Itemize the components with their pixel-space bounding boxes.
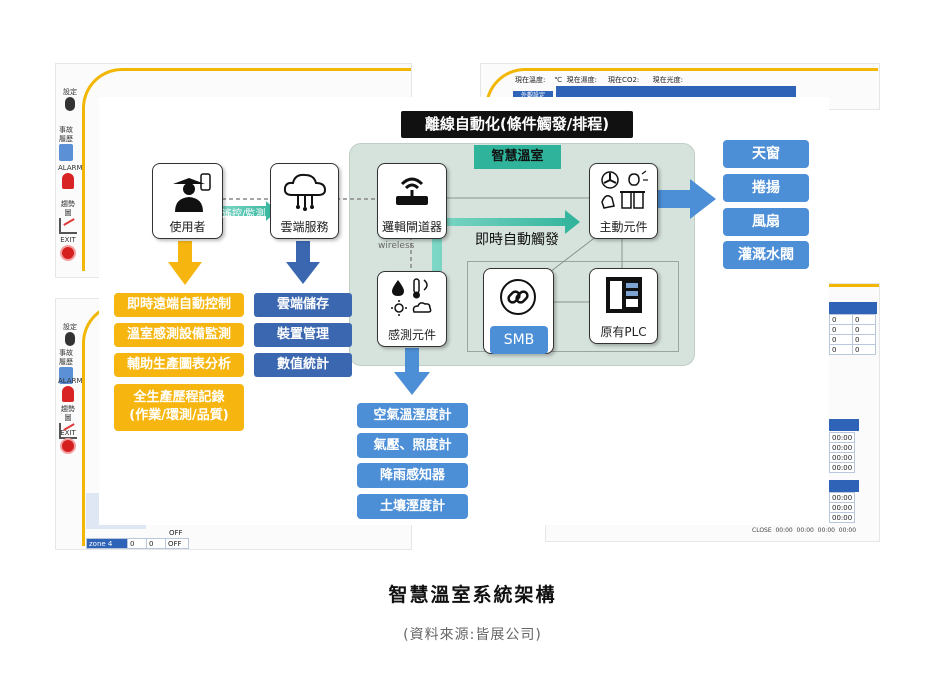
- time-cell: 00:00: [828, 462, 856, 473]
- side-label-trend: 趨勢圖: [61, 405, 75, 422]
- plc-cabinet-icon: [606, 277, 642, 313]
- table-row: zone 4 0 0 OFF: [86, 538, 189, 549]
- cloud-icon: [283, 173, 327, 211]
- auto-trigger-arrow: [432, 210, 580, 271]
- history-icon: 事故履歷: [56, 126, 76, 161]
- cloud-label: 雲端服務: [280, 220, 329, 234]
- alarm-icon: ALARM: [58, 164, 83, 189]
- farmer-icon: [173, 173, 211, 212]
- figure-source: (資料來源:皆展公司): [403, 627, 542, 643]
- exit-icon: EXIT: [58, 236, 78, 261]
- time-cell: 00:00: [828, 512, 856, 523]
- side-label-exit: EXIT: [60, 429, 76, 437]
- figure-caption: 智慧溫室系統架構: [388, 584, 557, 606]
- sensor-label: 感測元件: [387, 328, 436, 342]
- bottom-status-row: CLOSE 00:00 00:00 00:00 00:00: [752, 527, 857, 534]
- yellow-curve-decoration: [82, 68, 411, 271]
- out-skylight: 天窗: [723, 140, 809, 168]
- out-water-valve: 灌溉水閥: [723, 241, 809, 269]
- fn-remote-control: 即時遠端自動控制: [114, 293, 244, 317]
- history-icon: 事故履歷: [56, 349, 76, 384]
- fn-device-monitor: 溫室感測設備監測: [114, 323, 244, 347]
- zone-label: 智慧溫室: [474, 145, 561, 169]
- out-pressure-light-meter: 氣壓、照度計: [357, 433, 468, 458]
- fn-history-record: 全生產歷程記錄 (作業/環測/品質): [114, 384, 244, 431]
- side-label-trend: 趨勢圖: [61, 200, 75, 217]
- actuator-label: 主動元件: [599, 220, 648, 234]
- fn-cloud-storage: 雲端儲存: [254, 293, 352, 317]
- side-label-settings: 設定: [63, 88, 77, 96]
- actuator-node: 主動元件: [589, 163, 658, 239]
- fn-device-management: 裝置管理: [254, 323, 352, 347]
- value-cell: 0: [852, 344, 876, 355]
- out-rain-sensor: 降雨感知器: [357, 463, 468, 488]
- plc-node: 原有PLC: [589, 268, 658, 344]
- side-label-alarm: ALARM: [58, 377, 83, 385]
- remote-monitor-arrow: [221, 201, 277, 221]
- sensor-down-arrow: [394, 348, 430, 395]
- cloud-down-arrow: [286, 241, 320, 284]
- appearance-setting-cell: 外觀設定: [513, 91, 553, 101]
- out-roller: 捲揚: [723, 174, 809, 202]
- side-label-history: 事故履歷: [59, 349, 73, 366]
- router-icon: [396, 177, 428, 205]
- side-label-alarm: ALARM: [58, 164, 83, 172]
- smb-label: SMB: [490, 326, 548, 354]
- time-table-2: 00:00 00:00 00:00: [828, 492, 856, 523]
- link-icon: [500, 279, 536, 315]
- actuator-icons: [601, 170, 648, 209]
- settings-icon: 設定: [60, 323, 80, 346]
- side-label-exit: EXIT: [60, 236, 76, 244]
- user-node: 使用者: [152, 163, 223, 239]
- wireless-label: wireless: [378, 241, 415, 251]
- status-header-text: 現在溫度: ℃ 現在濕度: 現在CO2: 現在光度:: [515, 76, 683, 84]
- side-label-history: 事故履歷: [59, 126, 73, 143]
- exit-icon: EXIT: [58, 429, 78, 454]
- diagram-title: 離線自動化(條件觸發/排程): [401, 111, 633, 138]
- link-smb-actuator: [545, 235, 598, 276]
- settings-icon: 設定: [60, 88, 80, 111]
- blue-header-strip: [829, 302, 877, 314]
- fn-value-statistics: 數值統計: [254, 353, 352, 377]
- zone-row-state-above: OFF: [169, 529, 183, 537]
- smb-node: SMB: [483, 268, 554, 354]
- zone-state: OFF: [165, 538, 189, 549]
- table-row: 00:00: [828, 512, 856, 523]
- gateway-label: 邏輯閘道器: [381, 220, 442, 234]
- plc-connection-frame: [467, 261, 679, 352]
- plc-label: 原有PLC: [600, 325, 647, 339]
- sensor-node: 感測元件: [377, 271, 447, 347]
- fn-chart-analysis: 輔助生產圖表分析: [114, 353, 244, 377]
- cloud-node: 雲端服務: [270, 163, 339, 239]
- alarm-icon: ALARM: [58, 377, 83, 402]
- user-down-arrow: [168, 241, 202, 285]
- blue-header-strip: [829, 419, 859, 431]
- time-table: 00:00 00:00 00:00 00:00: [828, 432, 856, 473]
- actuator-right-arrow: [656, 179, 716, 219]
- gateway-node: 邏輯閘道器: [377, 163, 447, 239]
- sensor-icons: [391, 278, 432, 316]
- blue-header-strip: [829, 480, 859, 492]
- table-row: 00:00: [828, 462, 856, 473]
- out-fan: 風扇: [723, 208, 809, 236]
- user-label: 使用者: [169, 220, 206, 234]
- remote-monitor-label: 遙控/監測: [222, 209, 266, 220]
- out-soil-hygrometer: 土壤溼度計: [357, 494, 468, 519]
- zone-table: zone 4 0 0 OFF: [86, 538, 189, 549]
- auto-trigger-label: 即時自動觸發: [475, 232, 559, 248]
- side-label-settings: 設定: [63, 323, 77, 331]
- trend-chart-icon: 趨勢圖: [58, 200, 78, 234]
- out-air-hygrometer: 空氣溫溼度計: [357, 403, 468, 428]
